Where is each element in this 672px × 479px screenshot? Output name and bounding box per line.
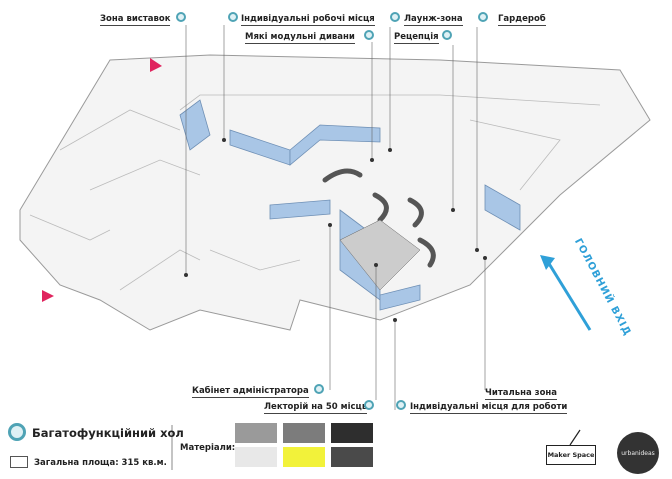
entrance-marker-icon bbox=[42, 290, 54, 302]
material-swatch-concrete bbox=[235, 423, 277, 443]
label-admin-office: Кабінет адміністратора bbox=[192, 386, 309, 398]
label-individual-work: Індивідуальні робочі місця bbox=[241, 14, 375, 26]
label-soft-sofas: Мякі модульні дивани bbox=[245, 32, 355, 44]
hall-icon bbox=[8, 423, 26, 441]
zone-icon bbox=[478, 12, 488, 22]
label-lounge: Лаунж-зона bbox=[404, 14, 463, 26]
label-reading-zone: Читальна зона bbox=[485, 388, 558, 400]
zone-icon bbox=[228, 12, 238, 22]
total-area: Загальна площа: 315 кв.м. bbox=[34, 458, 167, 468]
materials-label: Матеріали: bbox=[180, 443, 236, 453]
label-wardrobe: Гардероб bbox=[498, 14, 546, 26]
entrance-marker-icon bbox=[150, 58, 162, 72]
material-swatch-yellow bbox=[283, 447, 325, 467]
area-icon bbox=[10, 456, 28, 468]
maker-space-logo bbox=[569, 429, 581, 446]
zone-icon bbox=[314, 384, 324, 394]
material-swatch-gray bbox=[331, 447, 373, 467]
section-title: Багатофункційний хол bbox=[32, 426, 184, 440]
label-reception: Рецепція bbox=[394, 32, 439, 44]
material-swatch-hexagon bbox=[283, 423, 325, 443]
zone-icon bbox=[176, 12, 186, 22]
building-outline bbox=[19, 54, 651, 331]
zone-icon bbox=[390, 12, 400, 22]
sofas bbox=[322, 168, 436, 268]
zone-icon bbox=[364, 400, 374, 410]
zone-icon bbox=[442, 30, 452, 40]
maker-space-logo: Maker Space bbox=[546, 445, 596, 465]
zone-icon bbox=[396, 400, 406, 410]
zone-icon bbox=[364, 30, 374, 40]
urbanideas-logo: urbanideas bbox=[617, 432, 659, 474]
material-swatch-dark bbox=[331, 423, 373, 443]
label-lecture-hall: Лекторій на 50 місць bbox=[264, 402, 368, 414]
label-individual-places: Індивідуальні місця для роботи bbox=[410, 402, 568, 414]
material-swatch-white bbox=[235, 447, 277, 467]
label-exhibition: Зона виставок bbox=[100, 14, 171, 26]
lecture-seats bbox=[339, 219, 421, 291]
